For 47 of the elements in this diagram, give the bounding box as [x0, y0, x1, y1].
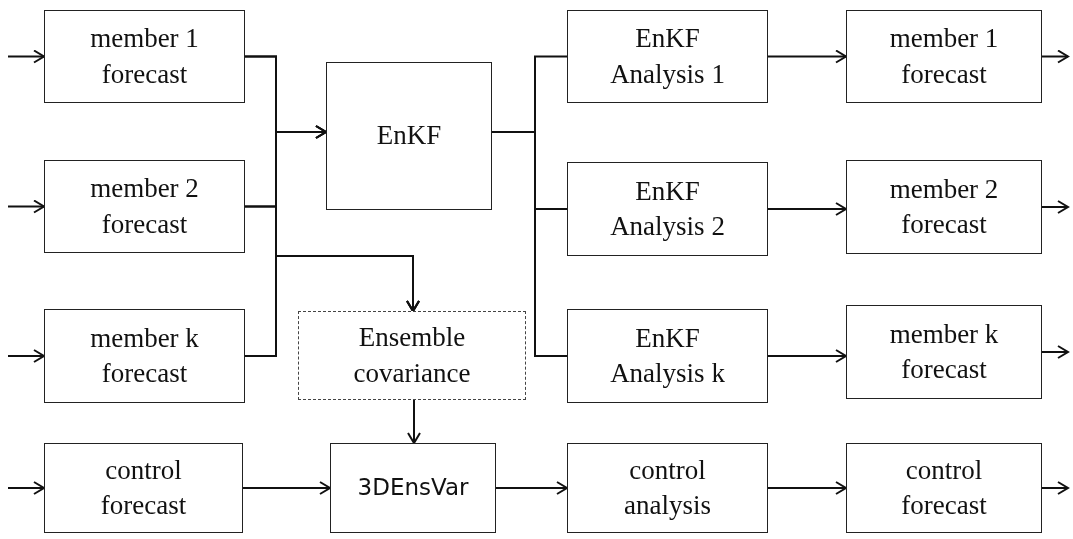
box-label: control forecast — [900, 453, 988, 522]
process-box — [326, 62, 492, 210]
box-label: member k forecast — [89, 321, 200, 390]
dashed-process-box — [298, 311, 526, 400]
arrow — [767, 481, 847, 495]
process-box — [44, 160, 245, 253]
process-box — [567, 10, 768, 103]
box-label: EnKF — [376, 119, 442, 153]
arrow — [7, 49, 45, 64]
box-label: control forecast — [99, 453, 188, 522]
arrow — [495, 481, 568, 495]
process-box — [567, 443, 768, 533]
process-box — [846, 443, 1042, 533]
box-label: 3DEnsVar — [357, 473, 469, 503]
box-label: Ensemble covariance — [352, 321, 472, 390]
box-label: member k forecast — [888, 317, 1000, 386]
arrow — [7, 199, 45, 214]
process-box — [846, 160, 1042, 254]
box-label: control analysis — [623, 453, 712, 522]
box-label: member 2 forecast — [89, 172, 200, 241]
arrow — [1041, 200, 1069, 214]
box-label: EnKF Analysis k — [609, 321, 726, 390]
arrow — [767, 202, 847, 216]
box-label: EnKF Analysis 2 — [609, 174, 726, 243]
arrow — [407, 399, 421, 444]
box-label: member 2 forecast — [888, 172, 1000, 241]
arrow — [7, 481, 45, 495]
arrow — [1041, 345, 1069, 359]
arrow — [1041, 49, 1069, 64]
process-box — [846, 10, 1042, 103]
box-label: EnKF Analysis 1 — [609, 22, 726, 91]
box-label: member 1 forecast — [89, 22, 200, 91]
process-box — [44, 10, 245, 103]
arrow — [1041, 481, 1069, 495]
process-box — [846, 305, 1042, 399]
arrow — [7, 349, 45, 363]
arrow — [242, 481, 331, 495]
process-box — [44, 309, 245, 403]
arrow — [244, 255, 420, 357]
process-box — [44, 443, 243, 533]
process-box — [567, 309, 768, 403]
arrow — [767, 349, 847, 363]
arrow — [767, 49, 847, 64]
connector-line — [491, 131, 568, 357]
box-label: member 1 forecast — [888, 22, 1000, 91]
process-box — [567, 162, 768, 256]
process-box — [330, 443, 496, 533]
